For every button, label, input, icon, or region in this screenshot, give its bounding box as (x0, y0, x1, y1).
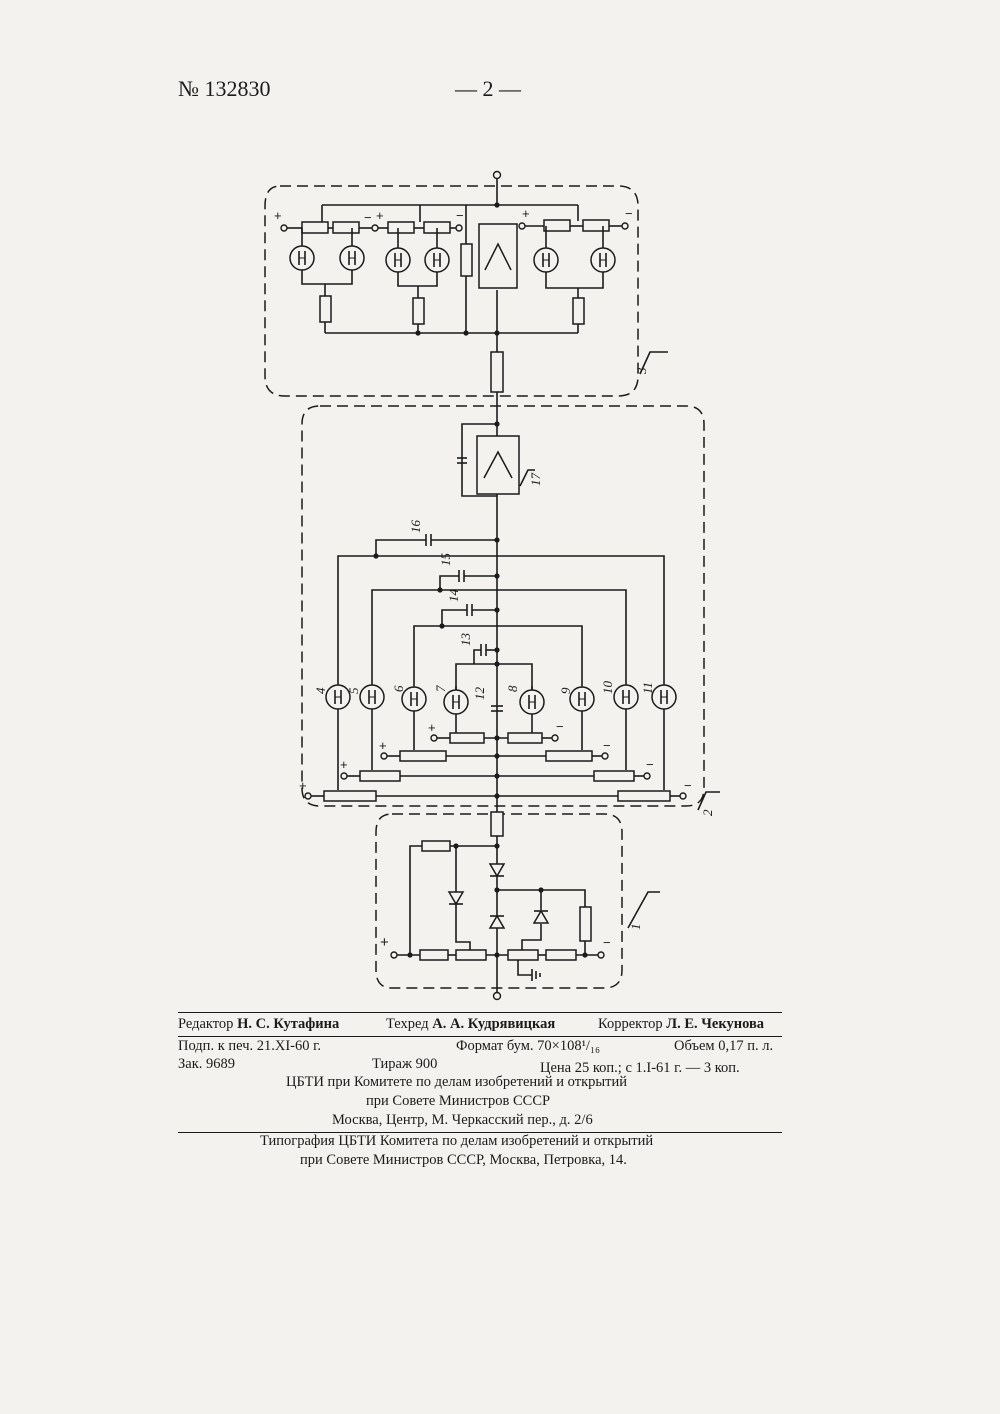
block-3-boundary (265, 186, 638, 396)
label-11: 11 (640, 682, 655, 694)
svg-text:+: + (379, 738, 387, 753)
label-2: 2 (700, 809, 715, 816)
printer-line-1: Типография ЦБТИ Комитета по делам изобре… (260, 1133, 653, 1150)
volume: Объем 0,17 п. л. (674, 1038, 773, 1055)
editor-line: Редактор Н. С. Кутафина (178, 1016, 339, 1033)
lamp-11 (652, 685, 676, 709)
label-14: 14 (446, 589, 461, 603)
label-9: 9 (558, 687, 573, 694)
top-terminal (494, 172, 501, 179)
svg-text:+: + (376, 208, 384, 223)
svg-text:−: − (646, 757, 654, 772)
svg-text:+: + (299, 778, 307, 793)
lamp-9 (570, 687, 594, 711)
publisher-line-3: Москва, Центр, М. Черкасский пер., д. 2/… (332, 1112, 593, 1129)
label-4: 4 (313, 687, 328, 694)
lamp-10 (614, 685, 638, 709)
coupling-resistor (491, 352, 503, 392)
circuit-schematic: + + − − + − 3 (0, 0, 1000, 1020)
amplifier-17 (477, 436, 519, 494)
lamp-8 (520, 690, 544, 714)
svg-text:−: − (603, 935, 611, 950)
plus-sign: + (274, 208, 282, 223)
order-number: Зак. 9689 (178, 1056, 235, 1073)
svg-text:−: − (364, 210, 372, 225)
publisher-line-2: при Совете Министров СССР (366, 1093, 550, 1110)
paper-format: Формат бум. 70×108¹/₁₆ (456, 1038, 600, 1055)
label-12: 12 (472, 687, 487, 701)
label-17: 17 (528, 473, 543, 487)
amplifier-top (479, 224, 517, 288)
lamp-7 (444, 690, 468, 714)
svg-text:+: + (522, 206, 530, 221)
printer-line-2: при Совете Министров СССР, Москва, Петро… (300, 1152, 627, 1169)
techred-line: Техред А. А. Кудрявицкая (386, 1016, 555, 1033)
label-13: 13 (458, 633, 473, 647)
svg-text:+: + (380, 934, 389, 951)
svg-text:−: − (556, 719, 564, 734)
label-15: 15 (438, 553, 453, 567)
svg-text:+: + (340, 757, 348, 772)
label-5: 5 (346, 687, 361, 694)
label-8: 8 (505, 685, 520, 692)
label-10: 10 (600, 681, 615, 695)
svg-text:−: − (603, 738, 611, 753)
svg-text:+: + (428, 720, 436, 735)
print-run: Тираж 900 (372, 1056, 437, 1073)
label-1: 1 (628, 924, 643, 931)
publisher-line-1: ЦБТИ при Комитете по делам изобретений и… (286, 1074, 627, 1091)
label-7: 7 (433, 685, 448, 692)
lamp-5 (360, 685, 384, 709)
bottom-terminal (494, 993, 501, 1000)
signed-date: Подп. к печ. 21.XI-60 г. (178, 1038, 321, 1055)
label-6: 6 (391, 685, 406, 692)
label-16: 16 (408, 520, 423, 534)
svg-text:−: − (684, 778, 692, 793)
svg-text:−: − (625, 206, 633, 221)
corrector-line: Корректор Л. Е. Чекунова (598, 1016, 764, 1033)
label-3: 3 (634, 367, 649, 375)
svg-text:−: − (456, 208, 464, 223)
